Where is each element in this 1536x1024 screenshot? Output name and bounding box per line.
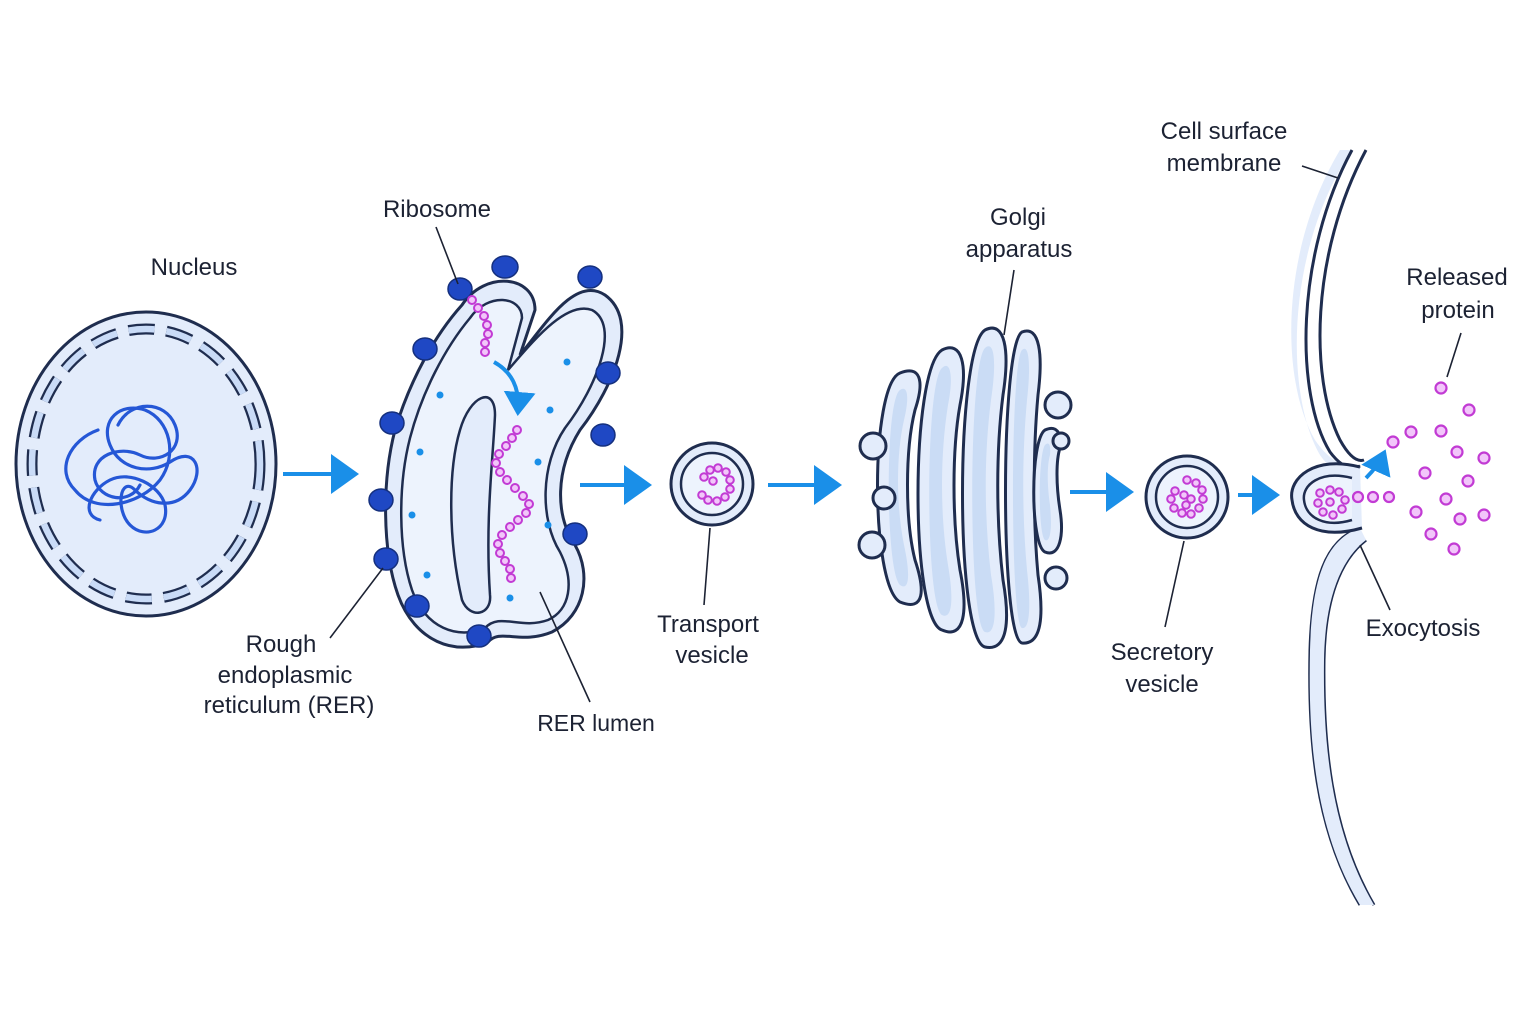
leader-lines <box>329 165 1462 703</box>
ribosome-icon <box>590 423 616 447</box>
labels: Nucleus Ribosome Rough endoplasmic retic… <box>151 118 1508 736</box>
exocytosis-release-arrow <box>1361 449 1391 480</box>
ribosome-icon <box>373 547 399 571</box>
ribosome-icon <box>447 277 473 301</box>
label-released-protein: protein <box>1421 297 1494 324</box>
label-secretory-vesicle: vesicle <box>1125 671 1198 698</box>
label-nucleus: Nucleus <box>151 254 238 281</box>
released-protein-particles <box>1351 381 1491 556</box>
ribosome-icon <box>577 265 603 289</box>
golgi-vesicles <box>857 390 1073 591</box>
label-transport-vesicle: vesicle <box>675 642 748 669</box>
label-released-protein: Released <box>1406 264 1507 291</box>
ribosome-icon <box>562 522 588 546</box>
pathway-arrows <box>283 454 1280 515</box>
golgi-apparatus <box>857 326 1073 649</box>
label-rer-lumen: RER lumen <box>537 710 655 736</box>
ribosome-icon <box>491 255 519 279</box>
translocation-arrow <box>492 360 536 416</box>
ribosomes <box>368 255 621 648</box>
label-secretory-vesicle: Secretory <box>1111 639 1214 666</box>
transport-vesicle <box>669 441 755 527</box>
ribosome-icon <box>404 594 430 618</box>
cell-surface-membrane <box>1290 149 1376 906</box>
chromatin <box>64 404 199 534</box>
label-rer: endoplasmic <box>218 662 353 689</box>
ribosome-icon <box>379 411 405 435</box>
label-transport-vesicle: Transport <box>657 611 759 638</box>
rer-lumen-dots <box>408 358 571 602</box>
polypeptide-chain <box>467 295 534 583</box>
ribosome-icon <box>595 361 621 385</box>
label-rer: reticulum (RER) <box>204 692 375 719</box>
label-cell-membrane: membrane <box>1167 150 1282 177</box>
nucleus <box>14 310 278 618</box>
label-cell-membrane: Cell surface <box>1161 118 1288 145</box>
ribosome-icon <box>368 488 394 512</box>
ribosome-icon <box>412 337 438 361</box>
rough-endoplasmic-reticulum <box>384 279 624 649</box>
label-golgi: apparatus <box>966 236 1073 263</box>
ribosome-icon <box>466 624 492 648</box>
label-rer: Rough <box>246 631 317 658</box>
label-golgi: Golgi <box>990 204 1046 231</box>
secretory-vesicle <box>1144 454 1230 540</box>
label-ribosome: Ribosome <box>383 196 491 223</box>
label-exocytosis: Exocytosis <box>1366 615 1481 642</box>
